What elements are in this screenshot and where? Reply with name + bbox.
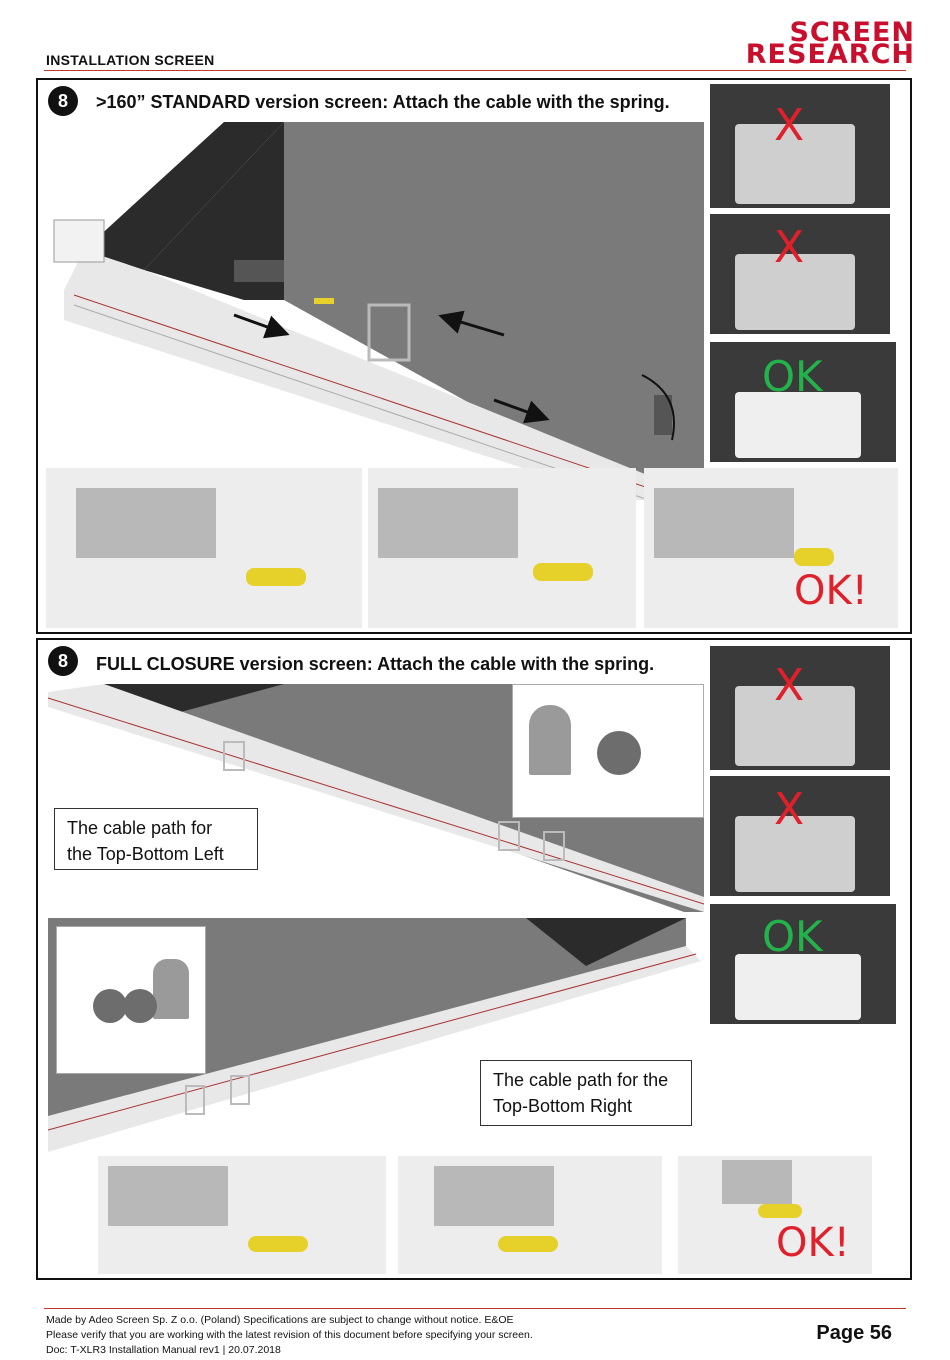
callout-cable-path-left: The cable path for the Top-Bottom Left (54, 808, 258, 870)
inset-pulley-top (512, 684, 704, 818)
spring-photo-wrong-2: X (710, 776, 890, 896)
logo-line-1: SCREEN (789, 17, 915, 48)
ok-mark: OK! (794, 568, 868, 614)
footer-divider (44, 1308, 906, 1309)
wrong-mark: X (774, 222, 805, 273)
standard-rail-illustration (53, 122, 704, 500)
spring-photo-ok: OK (710, 904, 896, 1024)
wrong-mark: X (774, 784, 805, 835)
header-divider (44, 70, 906, 71)
footer-revision-note: Please verify that you are working with … (46, 1329, 533, 1341)
spring-photo-ok: OK (710, 342, 896, 462)
inset-pulley-bottom (56, 926, 206, 1074)
callout-cable-path-right: The cable path for the Top-Bottom Right (480, 1060, 692, 1126)
detail-image-1 (46, 468, 362, 628)
brand-logo: SCREEN RESEARCH (700, 17, 915, 74)
callout-line: The cable path for (67, 818, 213, 838)
step-panel-standard: 8 >160” STANDARD version screen: Attach … (36, 78, 912, 634)
full-closure-bottom-illustration (47, 918, 701, 1152)
spring-photo-wrong-2: X (710, 214, 890, 334)
ok-mark: OK (762, 912, 823, 961)
step-title: FULL CLOSURE version screen: Attach the … (96, 654, 655, 674)
step-title: >160” STANDARD version screen: Attach th… (96, 92, 670, 112)
footer-disclaimer: Made by Adeo Screen Sp. Z o.o. (Poland) … (46, 1314, 514, 1326)
section-label: INSTALLATION SCREEN (46, 52, 215, 68)
step-number-badge: 8 (48, 86, 78, 116)
detail-image-2 (368, 468, 636, 628)
logo-line-2: RESEARCH (745, 39, 915, 70)
spring-photo-wrong-1: X (710, 646, 890, 770)
spring-photo-wrong-1: X (710, 84, 890, 208)
step-panel-full-closure: 8 FULL CLOSURE version screen: Attach th… (36, 638, 912, 1280)
footer-document-id: Doc: T-XLR3 Installation Manual rev1 | 2… (46, 1344, 281, 1356)
ok-mark: OK! (776, 1220, 850, 1266)
wrong-mark: X (774, 100, 805, 151)
callout-line: the Top-Bottom Left (67, 844, 224, 864)
wrong-mark: X (774, 660, 805, 711)
callout-line: Top-Bottom Right (493, 1096, 633, 1116)
callout-line: The cable path for the (493, 1070, 669, 1090)
detail-image-1 (98, 1156, 386, 1274)
step-number-badge: 8 (48, 646, 78, 676)
ok-mark: OK (762, 352, 823, 401)
detail-image-3: OK! (678, 1156, 872, 1274)
page-number: Page 56 (816, 1322, 892, 1344)
detail-image-2 (398, 1156, 662, 1274)
detail-image-3: OK! (644, 468, 898, 628)
